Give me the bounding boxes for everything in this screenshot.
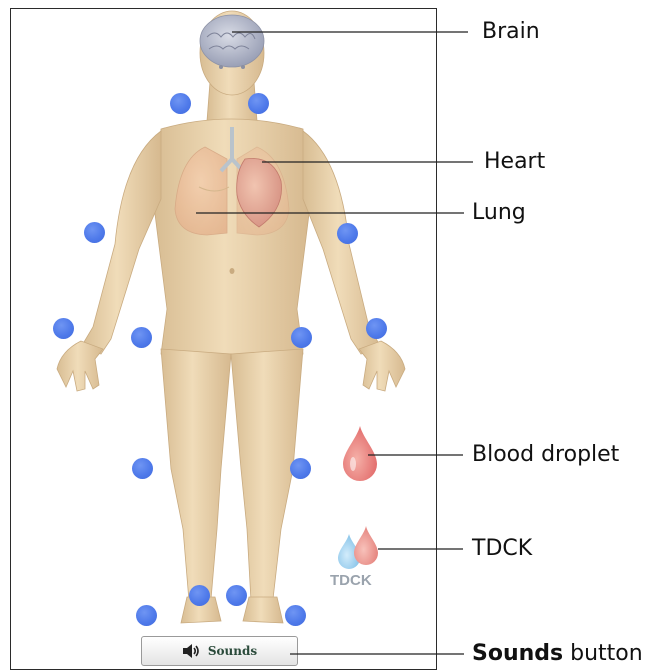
blood-droplet-icon[interactable] <box>341 424 379 482</box>
body-point-dot[interactable] <box>189 585 210 606</box>
sounds-button-label: Sounds <box>208 644 257 658</box>
lung-callout-label: Lung <box>472 200 526 226</box>
blood-droplet-callout-label: Blood droplet <box>472 442 619 468</box>
speaker-icon <box>182 643 200 659</box>
body-point-dot[interactable] <box>285 605 306 626</box>
body-point-dot[interactable] <box>337 223 358 244</box>
heart-callout-label: Heart <box>484 149 545 175</box>
brain-callout-label: Brain <box>482 19 540 45</box>
body-point-dot[interactable] <box>136 605 157 626</box>
body-map-panel: TDCK Sounds <box>10 8 437 670</box>
body-point-dot[interactable] <box>226 585 247 606</box>
brain-organ[interactable] <box>200 15 264 67</box>
sounds-button-callout-label: Sounds button <box>472 641 643 667</box>
sounds-button[interactable]: Sounds <box>141 636 298 666</box>
tdck-callout-label: TDCK <box>472 536 532 562</box>
body-point-dot[interactable] <box>53 318 74 339</box>
tdck-logo-text: TDCK <box>330 572 372 589</box>
body-point-dot[interactable] <box>248 93 269 114</box>
body-point-dot[interactable] <box>132 458 153 479</box>
body-point-dot[interactable] <box>291 327 312 348</box>
body-point-dot[interactable] <box>290 458 311 479</box>
body-point-dot[interactable] <box>84 222 105 243</box>
body-point-dot[interactable] <box>366 318 387 339</box>
body-point-dot[interactable] <box>131 327 152 348</box>
sounds-callout-bold: Sounds <box>472 641 563 666</box>
sounds-callout-rest: button <box>563 641 643 666</box>
body-point-dot[interactable] <box>170 93 191 114</box>
